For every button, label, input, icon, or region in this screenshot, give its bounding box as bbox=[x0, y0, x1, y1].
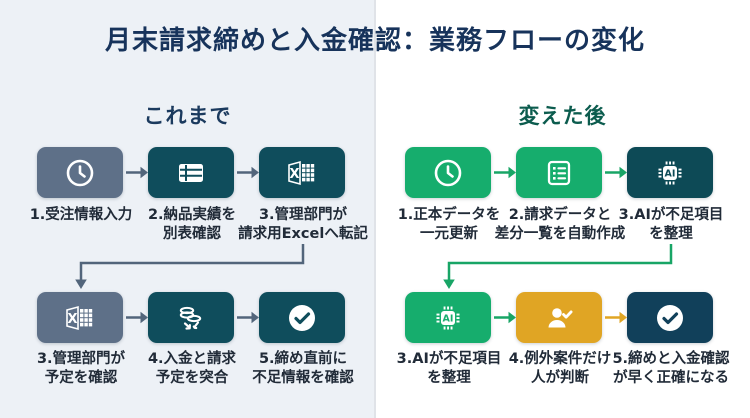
after-step-3-label: 3.AIが不足項目 を整理 bbox=[618, 207, 724, 242]
after-step-1-box bbox=[405, 147, 491, 198]
after-step-2-label: 2.請求データと 差分一覧を自動作成 bbox=[494, 207, 626, 242]
after-step-3-box: AI bbox=[627, 147, 713, 198]
svg-text:X: X bbox=[67, 312, 77, 327]
before-step-5-box bbox=[148, 292, 234, 343]
svg-text:X: X bbox=[289, 167, 299, 182]
before-step-3-box: X bbox=[259, 147, 345, 198]
before-step-6-label: 5.締め直前に 不足情報を確認 bbox=[252, 351, 354, 386]
after-heading: 変えた後 bbox=[518, 104, 607, 128]
before-step-4-box: X bbox=[37, 292, 123, 343]
check-circle-icon bbox=[657, 304, 683, 331]
clock-icon bbox=[434, 159, 462, 186]
coins-exchange-icon bbox=[179, 306, 202, 330]
clock-icon bbox=[66, 159, 94, 186]
before-step-1-label: 1.受注情報入力 bbox=[29, 207, 133, 223]
ai-chip-icon: AI bbox=[436, 306, 460, 329]
before-step-1-box bbox=[37, 147, 123, 198]
before-heading: これまで bbox=[143, 104, 232, 128]
before-panel-background bbox=[0, 0, 375, 418]
after-step-5-box bbox=[516, 292, 602, 343]
after-step-5-label: 4.例外案件だけ 人が判断 bbox=[508, 351, 612, 386]
after-step-6-box bbox=[627, 292, 713, 343]
panel-divider bbox=[374, 0, 376, 418]
svg-text:AI: AI bbox=[443, 313, 454, 324]
table-icon bbox=[179, 163, 203, 182]
excel-icon: X bbox=[66, 305, 93, 330]
list-document-icon bbox=[547, 160, 571, 185]
after-step-1-label: 1.正本データを 一元更新 bbox=[397, 207, 501, 242]
check-circle-icon bbox=[289, 304, 315, 331]
after-elbow-connector bbox=[443, 244, 673, 289]
person-check-icon bbox=[548, 307, 573, 327]
after-step-4-box: AI bbox=[405, 292, 491, 343]
after-step-2-box bbox=[516, 147, 602, 198]
svg-text:AI: AI bbox=[665, 168, 676, 179]
after-step-4-label: 3.AIが不足項目 を整理 bbox=[396, 351, 502, 386]
before-step-3-label: 3.管理部門が 請求用Excelへ転記 bbox=[238, 207, 368, 242]
ai-chip-icon: AI bbox=[658, 161, 682, 184]
before-step-5-label: 4.入金と請求 予定を突合 bbox=[147, 351, 237, 386]
after-step-6-label: 5.締めと入金確認 が早く正確になる bbox=[612, 351, 730, 386]
excel-icon: X bbox=[288, 160, 315, 185]
before-step-4-label: 3.管理部門が 予定を確認 bbox=[36, 351, 126, 386]
page-title: 月末請求締めと入金確認：業務フローの変化 bbox=[104, 26, 645, 56]
before-step-6-box bbox=[259, 292, 345, 343]
before-step-2-label: 2.納品実績を 別表確認 bbox=[147, 207, 237, 242]
before-step-2-box bbox=[148, 147, 234, 198]
